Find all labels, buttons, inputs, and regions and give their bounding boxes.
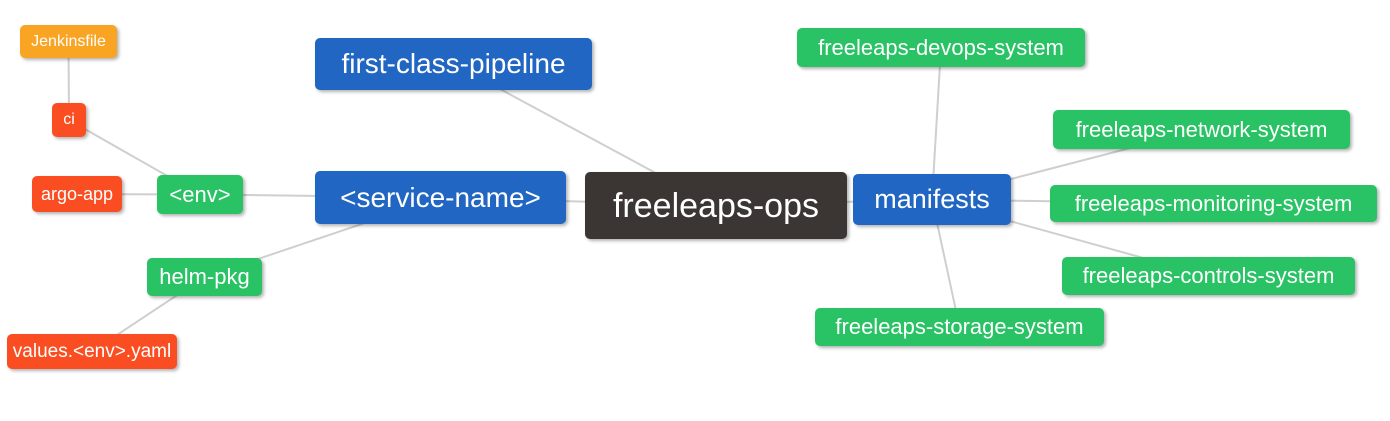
node-manifests[interactable]: manifests bbox=[853, 174, 1011, 225]
node-freeleaps-ops[interactable]: freeleaps-ops bbox=[585, 172, 847, 239]
node-values-env-yaml[interactable]: values.<env>.yaml bbox=[7, 334, 177, 369]
node-jenkinsfile[interactable]: Jenkinsfile bbox=[20, 25, 117, 58]
node-network-system[interactable]: freeleaps-network-system bbox=[1053, 110, 1350, 149]
node-service-name[interactable]: <service-name> bbox=[315, 171, 566, 224]
node-env[interactable]: <env> bbox=[157, 175, 243, 214]
node-ci[interactable]: ci bbox=[52, 103, 86, 137]
node-argo-app[interactable]: argo-app bbox=[32, 176, 122, 212]
node-monitoring-system[interactable]: freeleaps-monitoring-system bbox=[1050, 185, 1377, 222]
node-storage-system[interactable]: freeleaps-storage-system bbox=[815, 308, 1104, 346]
node-controls-system[interactable]: freeleaps-controls-system bbox=[1062, 257, 1355, 295]
node-devops-system[interactable]: freeleaps-devops-system bbox=[797, 28, 1085, 67]
node-helm-pkg[interactable]: helm-pkg bbox=[147, 258, 262, 296]
node-first-class-pipeline[interactable]: first-class-pipeline bbox=[315, 38, 592, 90]
